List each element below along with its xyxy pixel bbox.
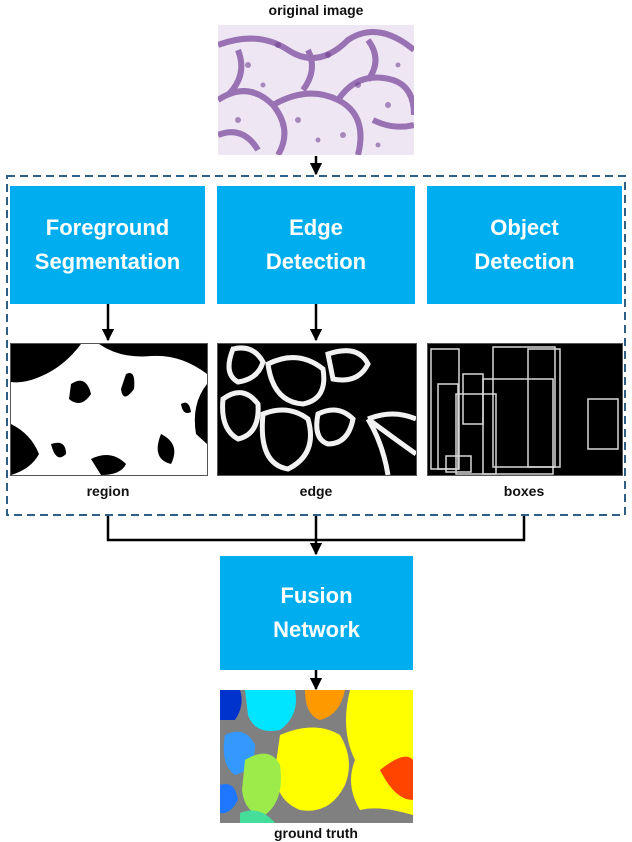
original-image-caption: original image: [268, 2, 364, 18]
region-caption: region: [86, 483, 130, 499]
dashed-container: [6, 175, 626, 516]
edge-map-image: [217, 343, 417, 476]
fusion-network-line-2: Network: [273, 617, 360, 642]
boxes-map-image: [427, 343, 623, 476]
edge-detection-box: Edge Detection: [217, 186, 415, 304]
object-detection-line-2: Detection: [474, 249, 575, 274]
edge-detection-line-1: Edge: [289, 215, 343, 240]
edge-detection-line-2: Detection: [265, 249, 367, 274]
edge-caption: edge: [299, 483, 333, 499]
ground-truth-caption: ground truth: [274, 825, 358, 841]
object-detection-line-1: Object: [490, 215, 559, 240]
foreground-segmentation-line-2: Segmentation: [34, 249, 181, 274]
ground-truth-image: [220, 690, 413, 823]
fusion-network-line-1: Fusion: [280, 583, 353, 608]
fusion-network-box: Fusion Network: [220, 556, 413, 670]
region-map-image: [10, 343, 208, 476]
object-detection-box: Object Detection: [427, 186, 622, 304]
boxes-caption: boxes: [503, 483, 545, 499]
foreground-segmentation-box: Foreground Segmentation: [10, 186, 205, 304]
original-image: [218, 25, 414, 155]
foreground-segmentation-line-1: Foreground: [45, 215, 170, 240]
